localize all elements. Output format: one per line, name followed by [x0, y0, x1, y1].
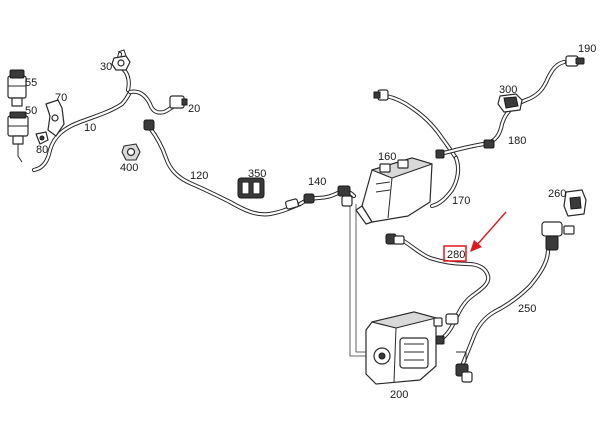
part-250-connector [541, 221, 575, 251]
fitting-120-top [143, 119, 155, 131]
label-280: 280 [447, 249, 465, 261]
label-20: 20 [188, 103, 200, 115]
label-80: 80 [36, 144, 48, 156]
fitting-180 [483, 139, 495, 149]
label-55: 55 [25, 77, 37, 89]
label-200: 200 [390, 389, 408, 401]
label-350: 350 [248, 168, 266, 180]
label-50: 50 [25, 105, 37, 117]
highlight-arrow [475, 211, 507, 247]
part-20-connector [169, 95, 188, 109]
part-140-connector [285, 185, 353, 210]
fitting-upper-center [373, 89, 389, 101]
label-300: 300 [499, 84, 517, 96]
part-300-clip [497, 93, 523, 113]
highlight-arrowhead [470, 240, 482, 252]
label-70: 70 [55, 92, 67, 104]
label-140: 140 [308, 176, 326, 188]
part-30-clip [111, 49, 131, 71]
label-250: 250 [518, 303, 536, 315]
hose-10 [31, 89, 133, 173]
hose-120 [147, 125, 303, 217]
part-70-bracket [45, 99, 65, 137]
part-400-clip [121, 143, 141, 161]
fitting-250-lower [455, 351, 473, 383]
label-180: 180 [508, 135, 526, 147]
hose-upper-center [383, 93, 459, 161]
highlight-280: 280 [443, 211, 507, 262]
fitting-280-start [385, 233, 405, 245]
label-400: 400 [120, 162, 138, 174]
part-260-valve [563, 189, 587, 217]
part-350-clip [237, 177, 265, 199]
hose-280 [399, 237, 491, 321]
part-55-valve [7, 69, 27, 107]
label-30: 30 [100, 61, 112, 73]
label-160: 160 [378, 151, 396, 163]
highlight-box [443, 245, 467, 262]
part-50-valve [7, 111, 29, 163]
label-190: 190 [578, 43, 596, 55]
label-10: 10 [84, 122, 96, 134]
hose-250 [459, 247, 551, 369]
guide-lines-160-200 [349, 204, 370, 357]
hose-170 [429, 155, 461, 209]
fitting-280-end [445, 313, 459, 325]
label-120: 120 [190, 170, 208, 182]
label-260: 260 [548, 188, 566, 200]
part-160-canister [355, 149, 445, 225]
part-190-connector [565, 55, 585, 67]
label-170: 170 [452, 195, 470, 207]
part-80-fitting [35, 131, 49, 145]
part-200-unit [365, 311, 445, 385]
